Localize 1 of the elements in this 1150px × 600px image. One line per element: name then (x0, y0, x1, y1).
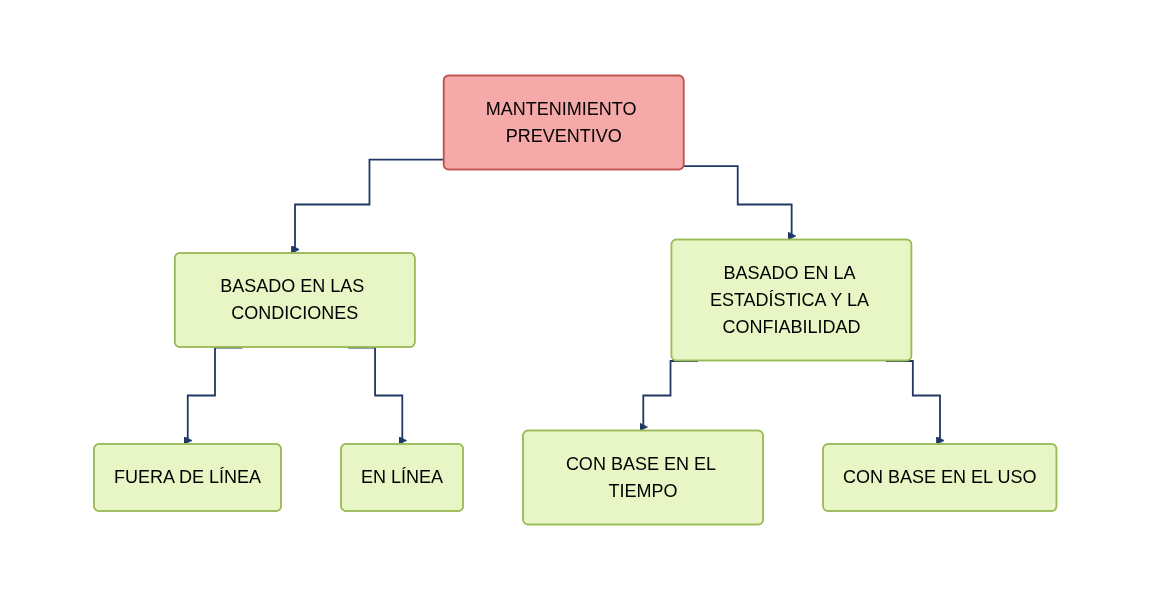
arrow (682, 165, 797, 241)
